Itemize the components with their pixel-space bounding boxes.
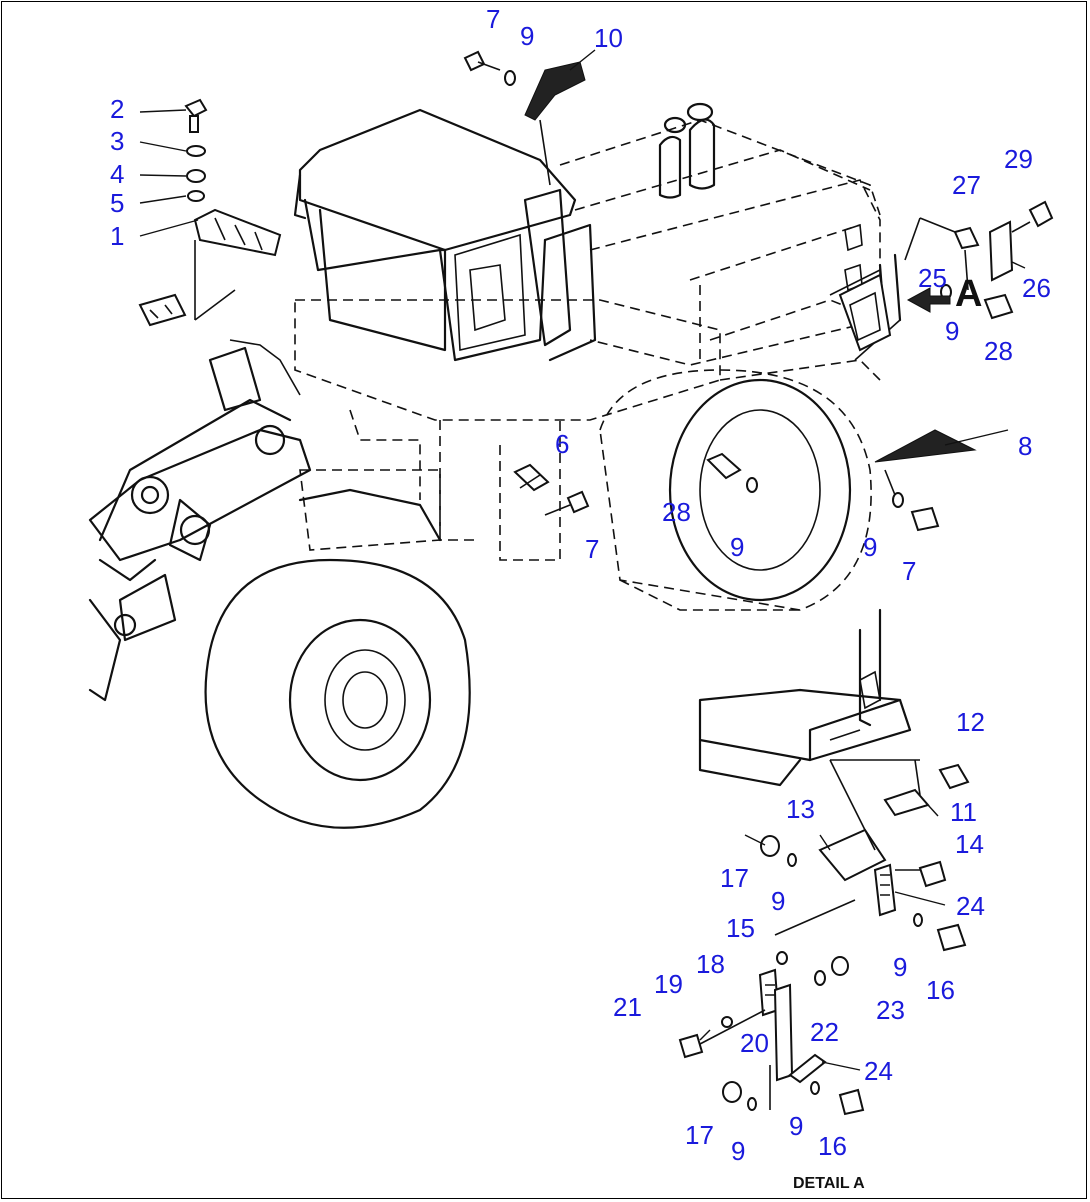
callout-1: 1 [110, 221, 124, 251]
rear-tire [599, 369, 872, 611]
leader-lines [139, 49, 1026, 1071]
view-marker-label: A [955, 273, 982, 315]
callout-25: 25 [918, 263, 947, 293]
callout-22: 22 [810, 1017, 839, 1047]
callout-26: 26 [1022, 273, 1051, 303]
detail-caption: DETAIL A [793, 1175, 865, 1192]
view-arrow-icon [906, 287, 951, 313]
callout-12: 12 [956, 707, 985, 737]
callout-21: 21 [613, 992, 642, 1022]
callout-16: 16 [926, 975, 955, 1005]
callout-9: 9 [945, 316, 959, 346]
callout-6: 6 [555, 429, 569, 459]
detail-a-illustration [678, 608, 970, 1116]
rear-bracket [838, 273, 892, 352]
callout-16: 16 [818, 1131, 847, 1161]
callout-19: 19 [654, 969, 683, 999]
callout-8: 8 [1018, 431, 1032, 461]
callout-14: 14 [955, 829, 984, 859]
machine-illustration [88, 102, 902, 829]
callout-18: 18 [696, 949, 725, 979]
callout-5: 5 [110, 188, 124, 218]
callout-9: 9 [731, 1136, 745, 1166]
callout-7: 7 [486, 4, 500, 34]
callout-3: 3 [110, 126, 124, 156]
callout-29: 29 [1004, 144, 1033, 174]
callout-24: 24 [956, 891, 985, 921]
front-tire [204, 488, 471, 829]
washer-9-top [504, 70, 516, 86]
callout-7: 7 [585, 534, 599, 564]
callout-9: 9 [730, 532, 744, 562]
callout-9: 9 [771, 886, 785, 916]
callout-10: 10 [594, 23, 623, 53]
callout-9: 9 [520, 21, 534, 51]
callout-23: 23 [876, 995, 905, 1025]
bracket-1-shape [193, 208, 282, 257]
engine-hood [559, 119, 881, 366]
exploded-parts [138, 50, 1054, 532]
callout-9: 9 [863, 532, 877, 562]
callout-27: 27 [952, 170, 981, 200]
callout-17: 17 [720, 863, 749, 893]
callout-15: 15 [726, 913, 755, 943]
exhaust-stacks [658, 102, 716, 199]
callout-9: 9 [789, 1111, 803, 1141]
callout-7: 7 [902, 556, 916, 586]
callout-labels: 7 9 10 2 3 4 5 1 29 27 25 26 9 28 6 8 28… [110, 4, 1051, 1192]
callout-9: 9 [893, 952, 907, 982]
main-frame [294, 299, 881, 561]
callout-28: 28 [984, 336, 1013, 366]
callout-24: 24 [864, 1056, 893, 1086]
callout-13: 13 [786, 794, 815, 824]
callout-20: 20 [740, 1028, 769, 1058]
callout-2: 2 [110, 94, 124, 124]
loader-arm [88, 339, 312, 702]
operator-cab [293, 108, 597, 362]
callout-4: 4 [110, 159, 124, 189]
wedge-8-shape [874, 429, 977, 463]
callout-11: 11 [950, 797, 977, 827]
callout-17: 17 [685, 1120, 714, 1150]
callout-28: 28 [662, 497, 691, 527]
bracket-10-shape [524, 61, 586, 121]
bolt-7-head [463, 50, 486, 72]
